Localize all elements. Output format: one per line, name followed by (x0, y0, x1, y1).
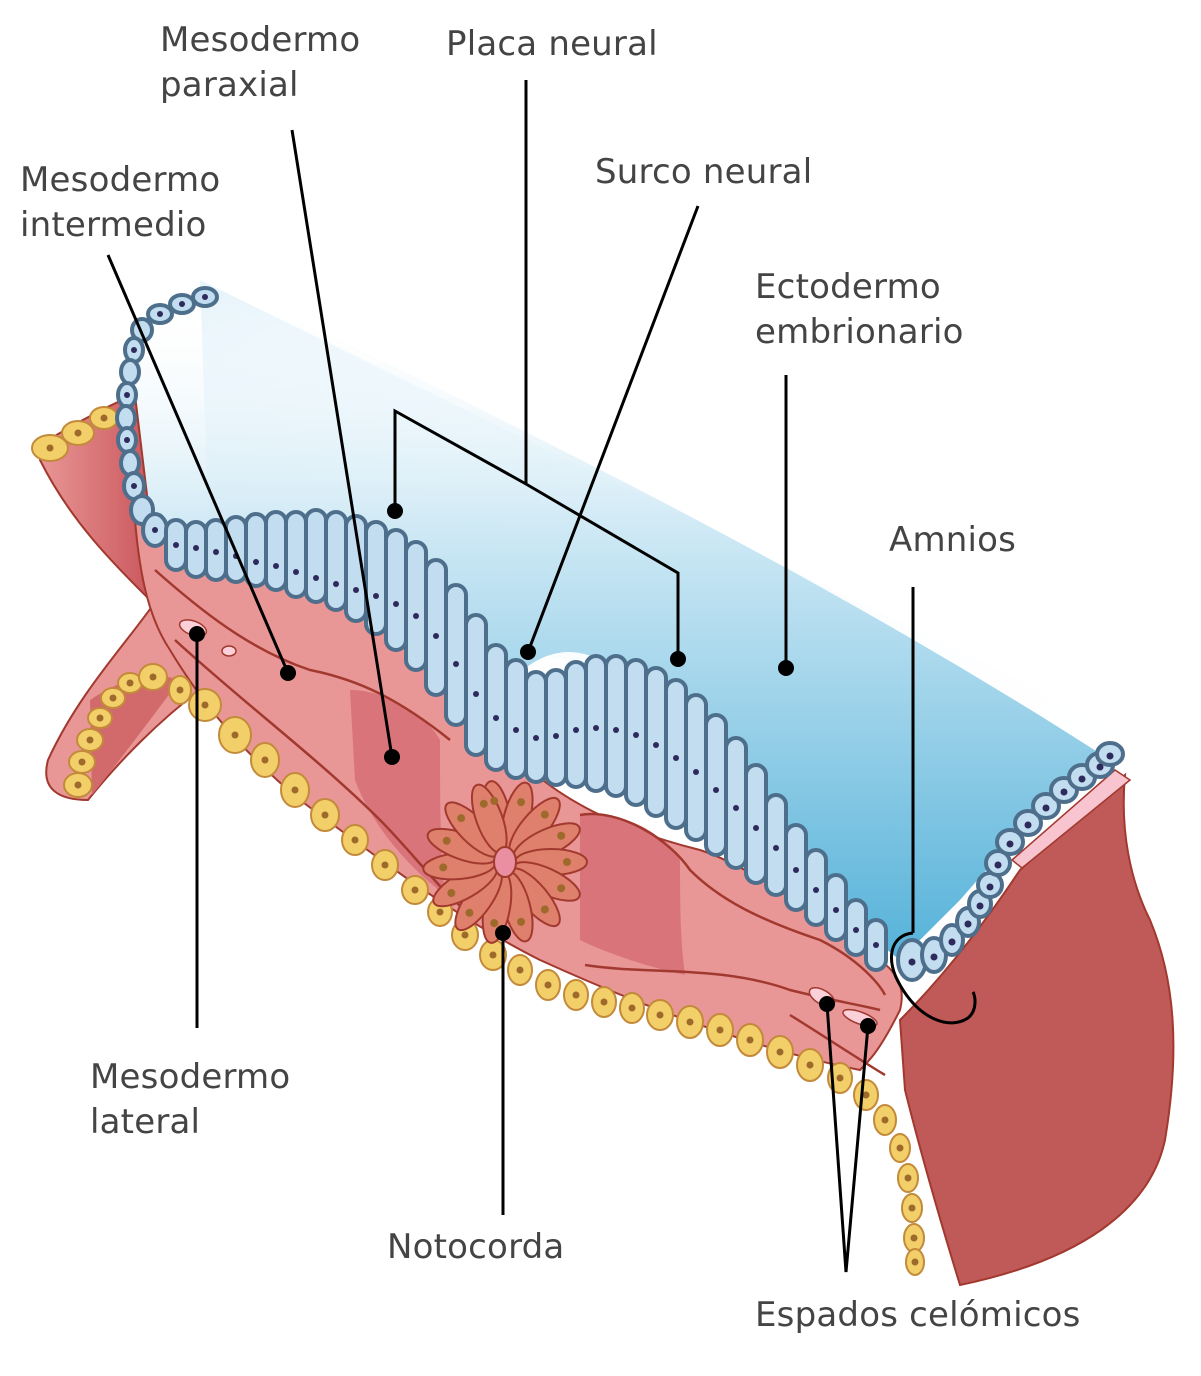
label-mesodermo-paraxial: Mesodermo paraxial (160, 20, 361, 105)
leader-mesodermo-paraxial (290, 129, 394, 758)
label-mesodermo-lateral: Mesodermo lateral (90, 1057, 291, 1142)
leader-lines (106, 80, 915, 1273)
ectoderm-nuclei (124, 294, 1114, 966)
ectoderm-cells (115, 286, 1125, 982)
notochord (422, 780, 588, 944)
label-amnios: Amnios (889, 520, 1017, 560)
label-espados-celomicos: Espados celómicos (755, 1295, 1081, 1335)
endoderm-nuclei (46, 414, 919, 1266)
leader-celomicos (825, 1003, 870, 1273)
leader-placa-neural-bracket (393, 408, 680, 659)
amnios-curve (890, 931, 977, 1025)
leader-surco-neural (526, 205, 700, 653)
label-ectodermo-embrionario: Ectodermo embrionario (755, 267, 964, 352)
label-surco-neural: Surco neural (595, 152, 813, 192)
label-mesodermo-intermedio: Mesodermo intermedio (20, 160, 221, 245)
mesoderm-boundaries (154, 569, 887, 1077)
label-placa-neural: Placa neural (446, 24, 658, 64)
amnion-edge (1010, 769, 1132, 869)
paraxial-somite-right (580, 814, 685, 975)
amniotic-cavity (124, 294, 1111, 960)
leader-dots (189, 503, 876, 1034)
leader-mesodermo-intermedio (106, 254, 290, 674)
yolk-sac-wall (898, 772, 1175, 1287)
paraxial-somite-left (350, 690, 445, 895)
label-notocorda: Notocorda (387, 1227, 565, 1267)
